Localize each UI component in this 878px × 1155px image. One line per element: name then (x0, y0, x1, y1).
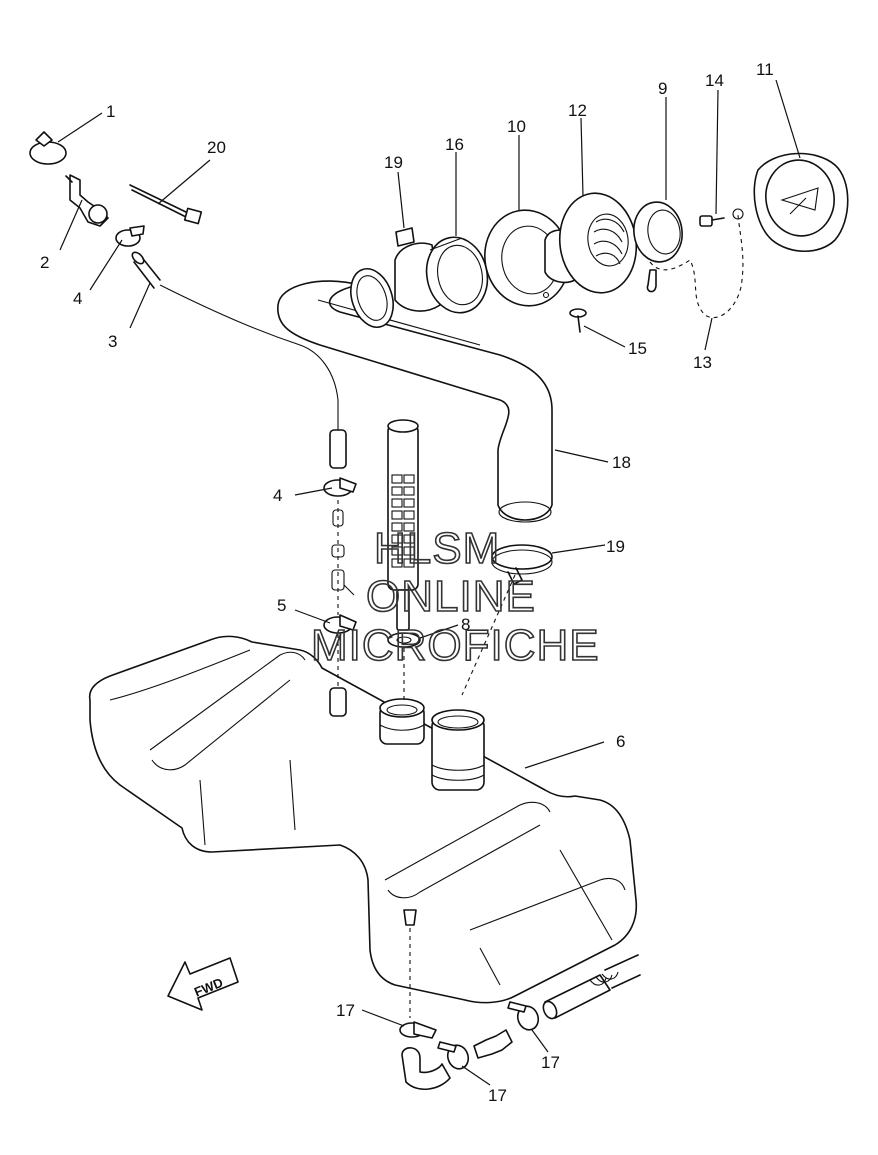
filler-hose[interactable] (277, 280, 553, 523)
callout-10: 10 (507, 117, 526, 136)
watermark-line-3: MICROFICHE (311, 621, 600, 670)
cap-screw[interactable] (699, 208, 744, 227)
fuel-fitting[interactable] (65, 174, 109, 227)
callout-2: 2 (40, 253, 49, 272)
rivet[interactable] (569, 308, 587, 333)
fuel-tank[interactable] (88, 635, 638, 1004)
callout-17-right: 17 (541, 1053, 560, 1072)
callout-14: 14 (705, 71, 724, 90)
callout-15: 15 (628, 339, 647, 358)
callout-12: 12 (568, 101, 587, 120)
callout-13: 13 (693, 353, 712, 372)
watermark: HLSM ONLINE MICROFICHE (310, 523, 600, 671)
fwd-arrow-icon: FWD (167, 957, 239, 1011)
callout-20: 20 (207, 138, 226, 157)
hose-clamp-4-lower[interactable] (323, 477, 357, 497)
vent-fitting-assembly (331, 500, 355, 615)
watermark-line-2: ONLINE (366, 572, 536, 621)
callout-4-upper: 4 (73, 289, 82, 308)
callout-8: 8 (461, 615, 470, 634)
hose-clip-17-middle[interactable] (437, 1041, 472, 1072)
filler-sleeve[interactable] (394, 232, 494, 319)
callout-4-lower: 4 (273, 486, 282, 505)
callout-19-lower: 19 (606, 537, 625, 556)
drain-connector[interactable] (473, 1029, 513, 1059)
callout-11: 11 (756, 60, 774, 79)
callout-9: 9 (658, 79, 667, 98)
callout-19-upper: 19 (384, 153, 403, 172)
filler-neck-flange[interactable] (544, 188, 643, 298)
drain-assembly[interactable] (399, 909, 451, 1090)
grommet[interactable] (387, 632, 421, 700)
callout-3: 3 (108, 332, 117, 351)
hose-clip-17-right[interactable] (507, 1001, 542, 1033)
cable-tie[interactable] (129, 184, 203, 225)
callout-18: 18 (612, 453, 631, 472)
filler-collar[interactable] (630, 199, 686, 265)
callouts: 1 2 3 4 4 5 6 8 9 10 11 12 13 14 15 16 1… (40, 60, 774, 1105)
callout-17-left: 17 (336, 1001, 355, 1020)
callout-1: 1 (106, 102, 115, 121)
callout-16: 16 (445, 135, 464, 154)
callout-5: 5 (277, 596, 286, 615)
fuel-cap[interactable] (753, 152, 849, 252)
leader-lines (57, 79, 801, 1086)
callout-6: 6 (616, 732, 625, 751)
hose-clip-1[interactable] (29, 131, 67, 165)
watermark-line-1: HLSM (374, 524, 500, 573)
drain-hose[interactable] (541, 954, 641, 1021)
hose-clamp-4-upper[interactable] (115, 225, 145, 247)
hose-clamp-lower[interactable] (491, 544, 553, 585)
hose-clamp-upper[interactable] (344, 227, 415, 333)
fuel-strainer[interactable] (387, 419, 419, 631)
tank-pickup-neck (379, 698, 425, 745)
tank-filler-neck (431, 709, 485, 791)
cap-chain[interactable] (646, 214, 744, 319)
assembly-line-filler (461, 574, 516, 696)
vent-hose[interactable] (130, 250, 347, 469)
hose-clamp-5[interactable] (323, 614, 357, 717)
callout-17-bottom: 17 (488, 1086, 507, 1105)
